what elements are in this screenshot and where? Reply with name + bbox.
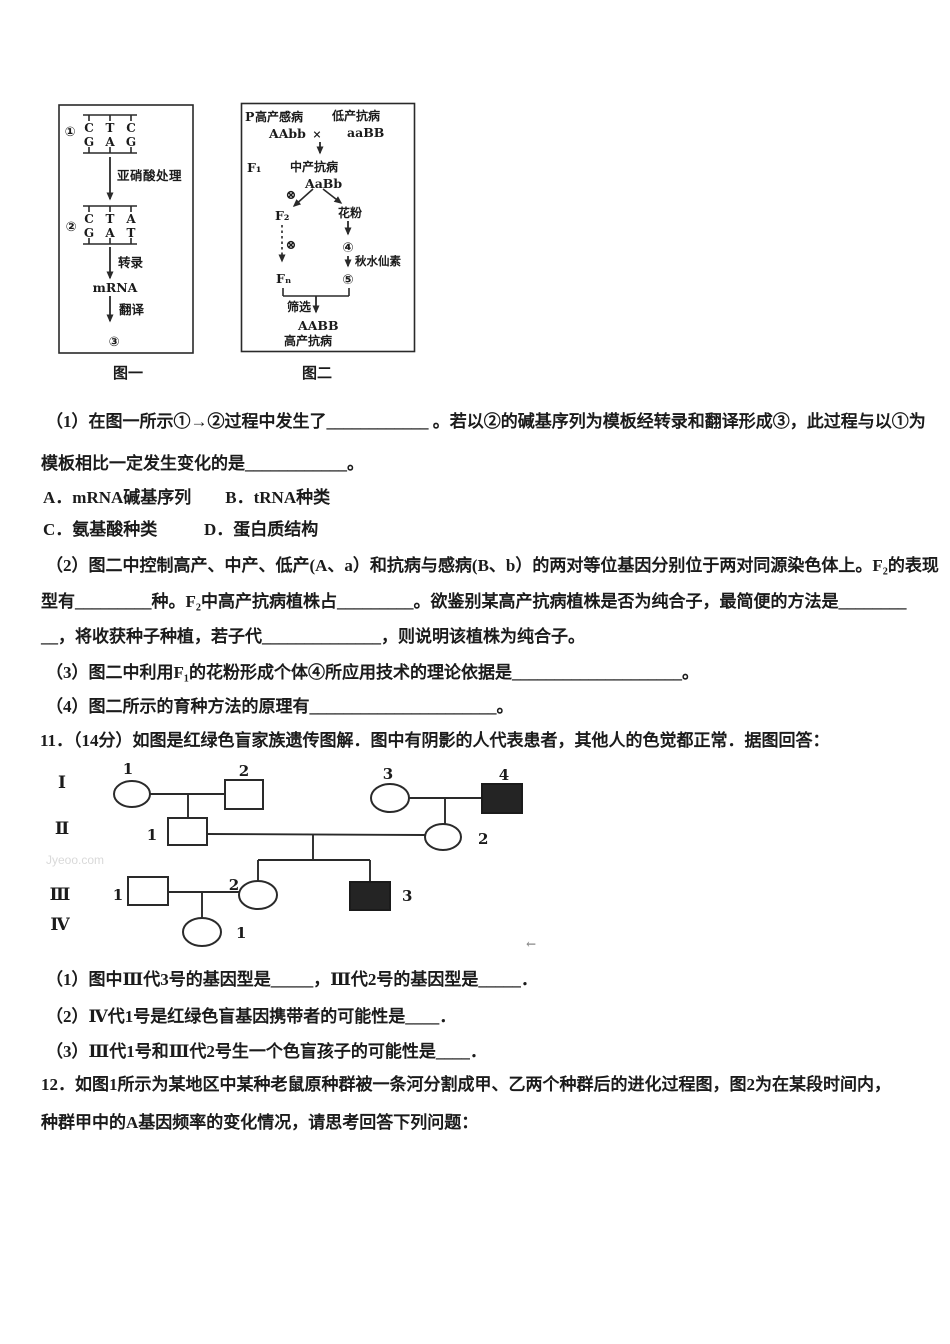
self-cross-symbol2: ⊗ bbox=[286, 238, 297, 253]
pedigree-chart: I Ⅱ Ⅲ Ⅳ 1 2 3 4 1 2 bbox=[46, 760, 536, 951]
return-mark-icon: ← bbox=[526, 937, 536, 951]
dna2-base: A bbox=[104, 226, 115, 240]
colchicine-label: 秋水仙素 bbox=[355, 254, 401, 268]
step4-label: ④ bbox=[342, 240, 353, 256]
pedigree-III1-male bbox=[127, 876, 169, 906]
q1-line1: （1）在图一所示①→②过程中发生了____________ 。若以②的碱基序列为… bbox=[46, 412, 926, 431]
step2-label: ② bbox=[65, 220, 76, 235]
dna1-base: G bbox=[126, 135, 136, 149]
p-generation-label: P bbox=[245, 109, 255, 124]
pedigree-I3-number: 3 bbox=[383, 765, 393, 783]
q2-line2: 型有_________种。F₂中高产抗病植株占_________。欲鉴别某高产抗… bbox=[41, 592, 907, 611]
parent2-genotype: aaBB bbox=[347, 125, 384, 140]
pedigree-III2-number: 2 bbox=[229, 876, 239, 894]
generation-label-3: Ⅲ bbox=[50, 885, 71, 905]
screen-label: 筛选 bbox=[287, 299, 311, 314]
q2-line1: （2）图二中控制高产、中产、低产(A、a）和抗病与感病(B、b）的两对等位基因分… bbox=[46, 556, 939, 575]
generation-label-2: Ⅱ bbox=[55, 819, 69, 839]
pedigree-II2-female bbox=[424, 823, 462, 851]
f1-genotype: AaBb bbox=[304, 176, 342, 191]
parent2-phenotype: 低产抗病 bbox=[331, 108, 380, 123]
dna-segment-2-lines bbox=[83, 205, 137, 245]
dna1-base: A bbox=[104, 135, 115, 149]
f1-phenotype: 中产抗病 bbox=[290, 159, 338, 174]
result-genotype: AABB bbox=[297, 318, 339, 333]
pedigree-III3-male-affected bbox=[349, 881, 391, 911]
dna2-base: C bbox=[84, 212, 94, 226]
step3-label: ③ bbox=[108, 335, 119, 350]
step5-label: ⑤ bbox=[342, 272, 353, 288]
generation-label-4: Ⅳ bbox=[50, 915, 70, 935]
pedigree-connector-lines bbox=[150, 793, 482, 918]
pedigree-III2-female bbox=[238, 880, 278, 910]
mrna-label: mRNA bbox=[93, 280, 138, 295]
q12-line2: 种群甲中的A基因频率的变化情况，请思考回答下列问题： bbox=[41, 1113, 479, 1132]
parent1-genotype: AAbb bbox=[268, 126, 306, 141]
q1-options-cd: C．氨基酸种类 D．蛋白质结构 bbox=[43, 520, 319, 539]
dna2-base: T bbox=[127, 226, 136, 240]
pedigree-I4-male-affected bbox=[481, 783, 523, 814]
pedigree-III3-number: 3 bbox=[402, 887, 412, 905]
pedigree-II1-male bbox=[167, 817, 208, 846]
dna1-base: G bbox=[84, 135, 94, 149]
pedigree-I2-number: 2 bbox=[239, 762, 249, 780]
pollen-label: 花粉 bbox=[338, 205, 362, 220]
pedigree-IV1-female bbox=[182, 917, 222, 947]
pedigree-II1-number: 1 bbox=[147, 826, 157, 844]
self-cross-symbol: ⊗ bbox=[286, 188, 297, 203]
figure2-diagram: P 高产感病 低产抗病 AAbb × aaBB F₁ 中产抗病 AaBb ⊗ F… bbox=[240, 102, 416, 353]
q1-line2: 模板相比一定发生变化的是____________。 bbox=[41, 454, 364, 473]
dna1-base: C bbox=[126, 121, 136, 135]
q11-sub3: （3）Ⅲ代1号和Ⅲ代2号生一个色盲孩子的可能性是____． bbox=[46, 1042, 487, 1061]
q12-line1: 12．如图1所示为某地区中某种老鼠原种群被一条河分割成甲、乙两个种群后的进化过程… bbox=[41, 1075, 891, 1094]
dna2-base: A bbox=[125, 212, 136, 226]
figure1-caption: 图一 bbox=[112, 366, 143, 382]
figure2-border bbox=[240, 102, 416, 353]
q1-options-ab: A．mRNA碱基序列 B．tRNA种类 bbox=[43, 488, 331, 507]
q2-line3: __，将收获种子种植，若子代______________，则说明该植株为纯合子。 bbox=[41, 627, 585, 646]
pedigree-I2-male bbox=[224, 779, 264, 810]
figure1-border bbox=[58, 104, 194, 354]
dna-segment-1-lines bbox=[83, 114, 137, 154]
dna2-base: T bbox=[106, 212, 115, 226]
f1-label: F₁ bbox=[247, 160, 261, 175]
q11-sub1: （1）图中Ⅲ代3号的基因型是_____，Ⅲ代2号的基因型是_____． bbox=[46, 970, 538, 989]
process3-label: 翻译 bbox=[119, 302, 145, 317]
q4-line: （4）图二所示的育种方法的原理有______________________。 bbox=[46, 697, 514, 716]
pedigree-IV1-number: 1 bbox=[236, 924, 246, 942]
dna2-base: G bbox=[84, 226, 94, 240]
fn-label: Fₙ bbox=[276, 271, 292, 286]
figure2-caption: 图二 bbox=[301, 366, 332, 382]
figure1-diagram: ① C T C G A G 亚硝酸处理 ② C T A G A T 转录 mRN… bbox=[58, 104, 194, 354]
screen-bracket-lines bbox=[282, 288, 350, 297]
pedigree-III1-number: 1 bbox=[113, 886, 123, 904]
q11-sub2: （2）Ⅳ代1号是红绿色盲基因携带者的可能性是____． bbox=[46, 1007, 457, 1026]
process2-label: 转录 bbox=[118, 255, 144, 270]
pedigree-I4-number: 4 bbox=[499, 766, 509, 784]
process1-label: 亚硝酸处理 bbox=[117, 168, 182, 183]
dna1-base: T bbox=[106, 121, 115, 135]
cross-symbol: × bbox=[312, 128, 321, 141]
parent1-phenotype: 高产感病 bbox=[255, 109, 303, 124]
arrow-to-f2 bbox=[292, 188, 314, 208]
watermark: Jyeoo.com bbox=[46, 853, 104, 867]
pedigree-I1-number: 1 bbox=[123, 760, 133, 778]
step1-label: ① bbox=[64, 125, 75, 140]
pedigree-I1-female bbox=[113, 780, 151, 808]
arrow-to-pollen bbox=[322, 188, 343, 204]
dna1-base: C bbox=[84, 121, 94, 135]
f2-label: F₂ bbox=[275, 208, 289, 223]
pedigree-II2-number: 2 bbox=[478, 830, 488, 848]
q3-line: （3）图二中利用F₁的花粉形成个体④所应用技术的理论依据是___________… bbox=[46, 663, 699, 682]
q11-intro: 11．（14分）如图是红绿色盲家族遗传图解．图中有阴影的人代表患者，其他人的色觉… bbox=[40, 731, 830, 750]
result-phenotype: 高产抗病 bbox=[284, 333, 332, 348]
pedigree-I3-female bbox=[370, 783, 410, 813]
generation-label-1: I bbox=[58, 773, 66, 793]
